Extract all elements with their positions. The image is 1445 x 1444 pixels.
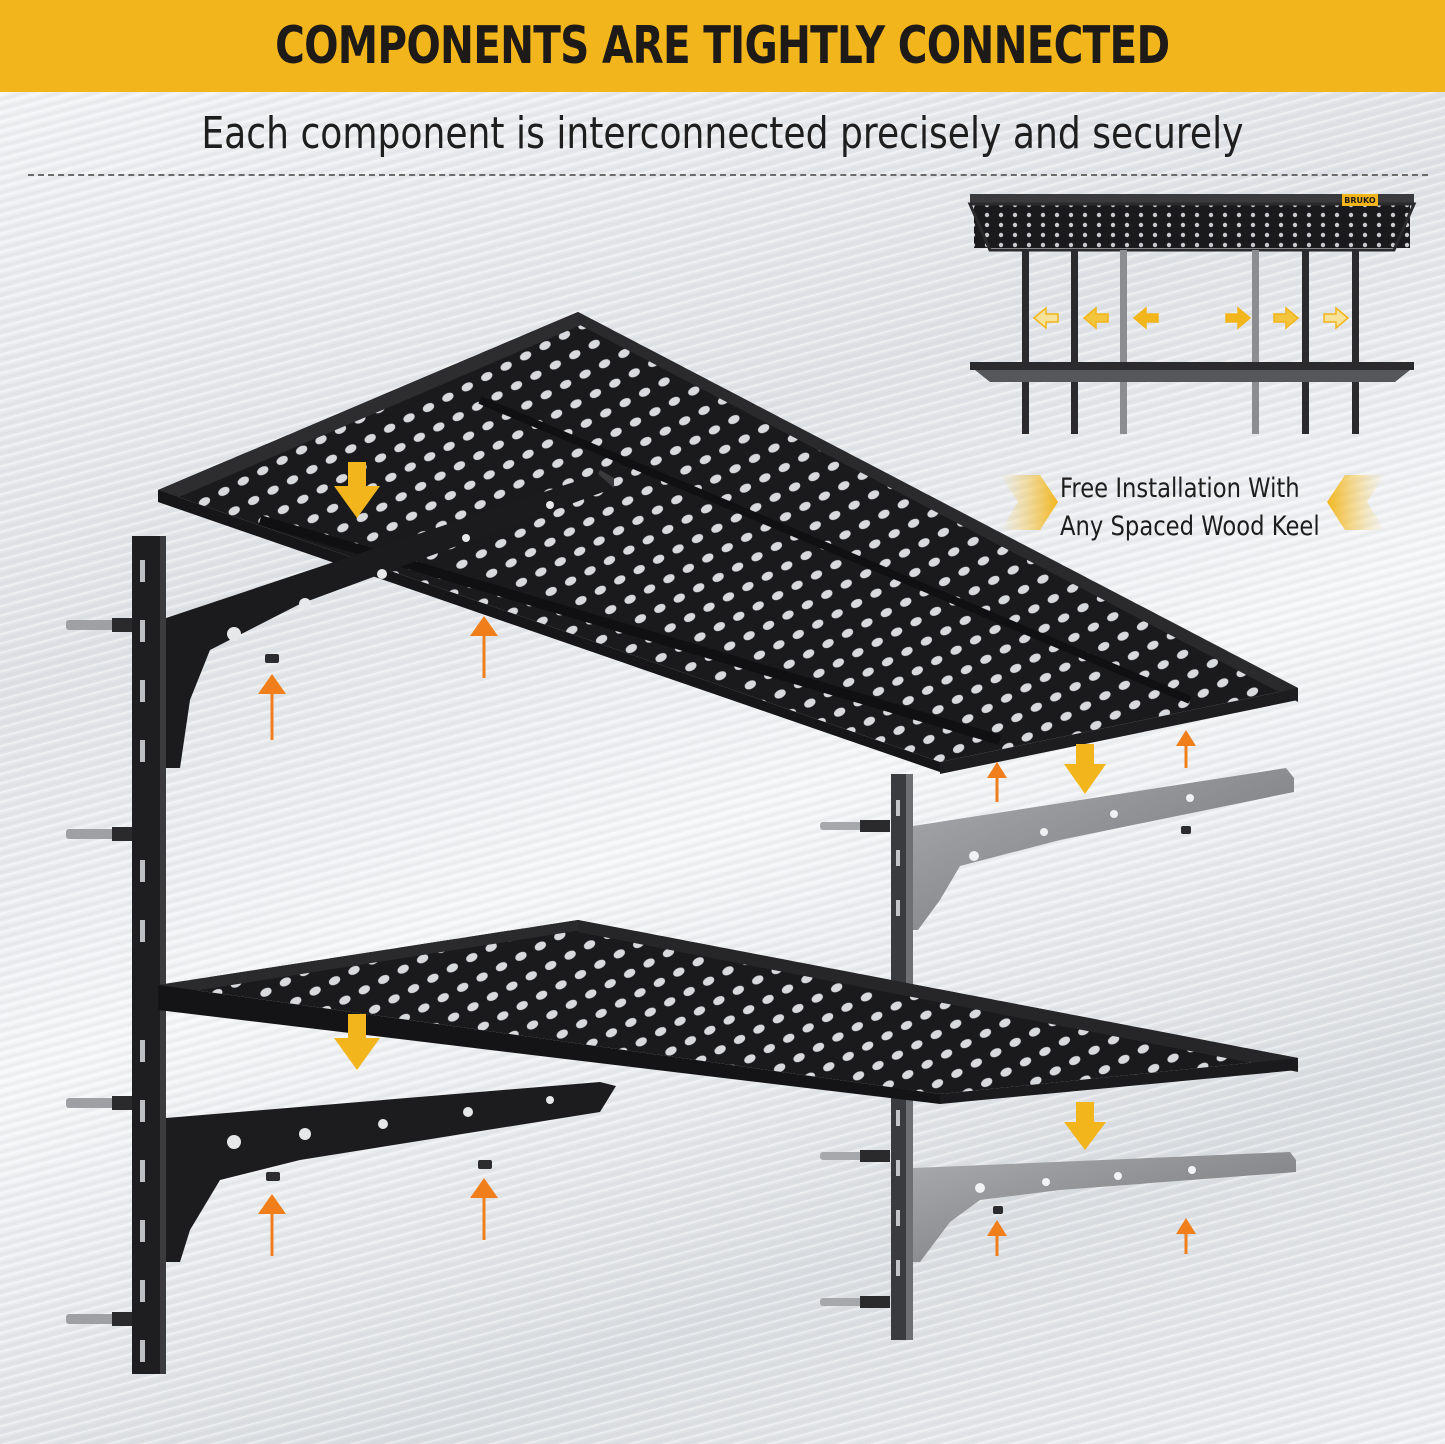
right-arrow-icon bbox=[1225, 306, 1252, 330]
note-line-1: Free Installation With bbox=[1060, 473, 1300, 504]
left-arrow-icon bbox=[1132, 306, 1159, 330]
up-arrow-icon bbox=[1176, 730, 1196, 768]
down-arrow-icon bbox=[334, 462, 380, 518]
lower-left-shelf-bracket bbox=[166, 1082, 616, 1262]
up-arrow-icon bbox=[258, 1194, 286, 1256]
right-arrow-icon bbox=[1323, 306, 1350, 330]
inset-brand-label: BRUKO bbox=[1344, 196, 1376, 205]
banner-title: COMPONENTS ARE TIGHTLY CONNECTED bbox=[275, 16, 1170, 76]
orange-up-arrows bbox=[258, 616, 1196, 1256]
clip-nuts bbox=[265, 654, 1191, 1214]
left-wall-upright bbox=[66, 536, 166, 1374]
up-arrow-icon bbox=[987, 762, 1007, 802]
right-arrow-icon bbox=[1000, 475, 1058, 530]
down-arrow-icon bbox=[1064, 744, 1106, 794]
inset-uprights bbox=[1022, 250, 1359, 434]
lower-right-shelf-bracket bbox=[913, 1152, 1296, 1262]
subtitle-row: Each component is interconnected precise… bbox=[0, 100, 1445, 166]
inset-arrows bbox=[1032, 306, 1350, 330]
up-arrow-icon bbox=[470, 1178, 498, 1240]
left-arrow-icon bbox=[1032, 306, 1059, 330]
left-arrow-icon bbox=[1327, 475, 1385, 530]
wall-screws bbox=[66, 618, 132, 1326]
inset-lower-shelf bbox=[970, 362, 1414, 370]
up-arrow-icon bbox=[258, 674, 286, 740]
down-arrow-icon bbox=[1064, 1102, 1106, 1150]
lower-shelf bbox=[158, 920, 1298, 1104]
right-arrow-icon bbox=[1273, 306, 1300, 330]
up-arrow-icon bbox=[1176, 1218, 1196, 1254]
subtitle-text: Each component is interconnected precise… bbox=[201, 107, 1244, 159]
up-arrow-icon bbox=[987, 1220, 1007, 1256]
inset-top-edge bbox=[970, 194, 1414, 204]
down-arrow-icon bbox=[334, 1014, 380, 1070]
upper-right-shelf-bracket bbox=[913, 768, 1294, 930]
upper-left-shelf-bracket bbox=[166, 470, 614, 768]
note-line-2: Any Spaced Wood Keel bbox=[1060, 511, 1320, 542]
inset-top-panel bbox=[974, 204, 1410, 248]
upper-shelf-panel bbox=[158, 312, 1298, 762]
inset-shelf-diagram: BRUKO bbox=[967, 194, 1417, 434]
left-arrow-icon bbox=[1082, 306, 1109, 330]
title-banner: COMPONENTS ARE TIGHTLY CONNECTED bbox=[0, 0, 1445, 92]
up-arrow-icon bbox=[470, 616, 498, 678]
lower-shelf-panel bbox=[158, 920, 1298, 1094]
yellow-down-arrows bbox=[334, 462, 1106, 1150]
inset-brand-tag bbox=[1342, 194, 1378, 206]
installation-note: Free Installation With Any Spaced Wood K… bbox=[1060, 470, 1320, 546]
dashed-divider bbox=[28, 174, 1428, 176]
